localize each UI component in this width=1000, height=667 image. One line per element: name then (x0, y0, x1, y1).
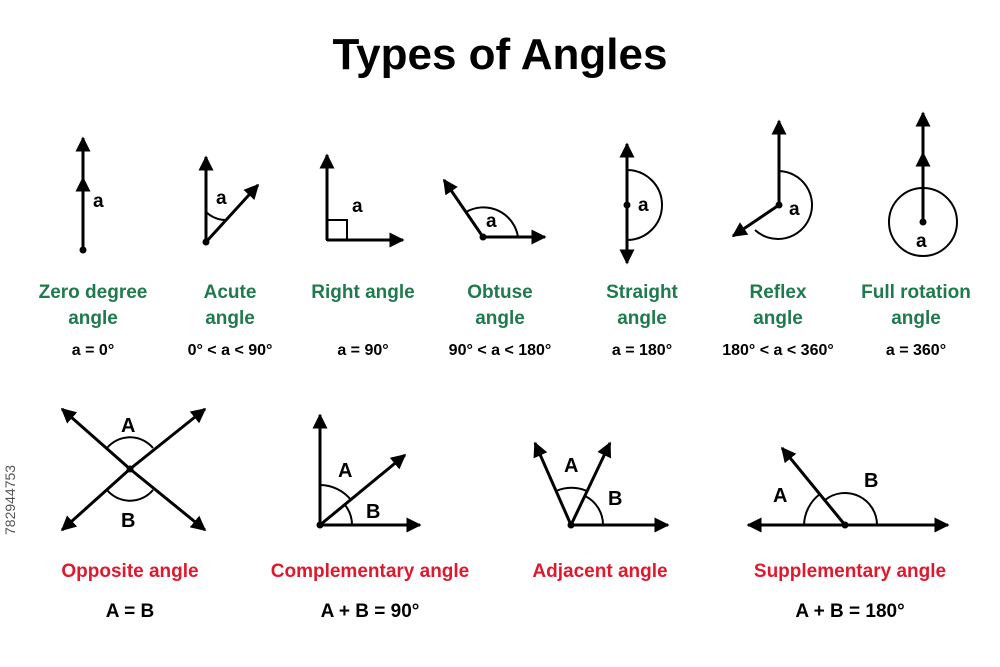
acute-label-line2: angle (205, 308, 255, 329)
obtuse-label: Obtuse angle (420, 280, 580, 332)
obtuse-formula: 90° < a < 180° (448, 342, 552, 359)
reflex-marker: a (789, 199, 800, 220)
straight-formula: a = 180° (611, 342, 673, 359)
right-angle-marker: a (352, 196, 363, 217)
straight-label-line2: angle (617, 308, 667, 329)
acute-label: Acute angle (150, 280, 310, 332)
obtuse-label-line1: Obtuse (467, 282, 533, 303)
complementary-marker-b: B (366, 501, 380, 523)
adjacent-marker-a: A (564, 455, 578, 477)
complementary-formula: A + B = 90° (320, 601, 420, 622)
complementary-marker-a: A (338, 460, 352, 482)
zero-degree-angle-figure (75, 136, 91, 254)
supplementary-formula: A + B = 180° (795, 601, 905, 622)
opposite-marker-b: B (121, 510, 135, 532)
right-angle-figure (319, 153, 405, 248)
acute-formula: 0° < a < 90° (187, 342, 273, 359)
supplementary-marker-b: B (864, 470, 878, 492)
reflex-formula: 180° < a < 360° (722, 342, 834, 359)
opposite-angle-figure (60, 407, 207, 532)
acute-marker: a (216, 188, 227, 209)
reflex-label: Reflex angle (698, 280, 858, 332)
opposite-formula: A = B (105, 601, 155, 622)
right-angle-label: Right angle (283, 280, 443, 306)
straight-label-line1: Straight (606, 282, 678, 303)
straight-label: Straight angle (562, 280, 722, 332)
acute-angle-figure (198, 155, 260, 246)
zero-degree-marker: a (93, 191, 104, 212)
adjacent-label: Adjacent angle (532, 561, 668, 582)
full-rotation-marker: a (916, 231, 927, 252)
side-id-text: 782944753 (2, 464, 18, 536)
full-rotation-label-line2: angle (891, 308, 941, 329)
obtuse-label-line2: angle (475, 308, 525, 329)
page-title: Types of Angles (332, 30, 668, 79)
zero-degree-label-line2: angle (68, 308, 118, 329)
opposite-marker-a: A (121, 415, 135, 437)
obtuse-angle-figure (442, 178, 547, 245)
opposite-label: Opposite angle (61, 561, 199, 582)
complementary-angle-figure (312, 413, 422, 533)
reflex-angle-figure (731, 119, 814, 240)
straight-angle-figure (619, 142, 663, 265)
right-angle-label-line1: Right angle (311, 282, 415, 303)
supplementary-label: Supplementary angle (753, 561, 947, 582)
zero-degree-label-line1: Zero degree (38, 282, 148, 303)
reflex-label-line1: Reflex (749, 282, 807, 303)
complementary-label: Complementary angle (270, 561, 470, 582)
straight-marker: a (638, 195, 649, 216)
obtuse-marker: a (486, 211, 497, 232)
zero-degree-label: Zero degree angle (13, 280, 173, 332)
reflex-label-line2: angle (753, 308, 803, 329)
adjacent-angle-figure (533, 441, 670, 533)
adjacent-marker-b: B (608, 488, 622, 510)
full-rotation-label: Full rotation angle (836, 280, 996, 332)
zero-degree-formula: a = 0° (71, 342, 115, 359)
full-rotation-label-line1: Full rotation (861, 282, 971, 303)
supplementary-marker-a: A (773, 485, 787, 507)
full-rotation-figure (888, 111, 958, 257)
full-rotation-formula: a = 360° (885, 342, 947, 359)
right-angle-formula: a = 90° (337, 342, 389, 359)
acute-label-line1: Acute (203, 282, 257, 303)
supplementary-angle-figure (746, 446, 950, 533)
